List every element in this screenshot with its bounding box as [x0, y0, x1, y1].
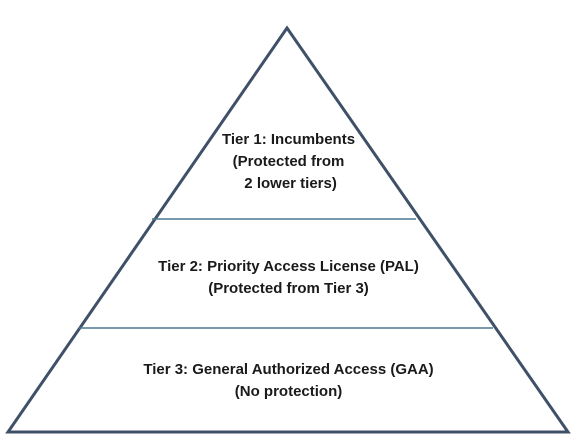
tier-3-subtitle: (No protection)	[234, 383, 343, 400]
tier-1-subtitle: (Protected from	[232, 153, 345, 170]
tier-3-title: Tier 3: General Authorized Access (GAA)	[143, 361, 434, 378]
tier-2-subtitle: (Protected from Tier 3)	[208, 280, 369, 297]
tier-1-title: Tier 1: Incumbents	[221, 131, 356, 148]
tier-1-subtitle-cont: 2 lower tiers)	[240, 175, 337, 192]
pyramid-outline	[5, 25, 571, 434]
tier-2-title: Tier 2: Priority Access License (PAL)	[158, 258, 419, 275]
